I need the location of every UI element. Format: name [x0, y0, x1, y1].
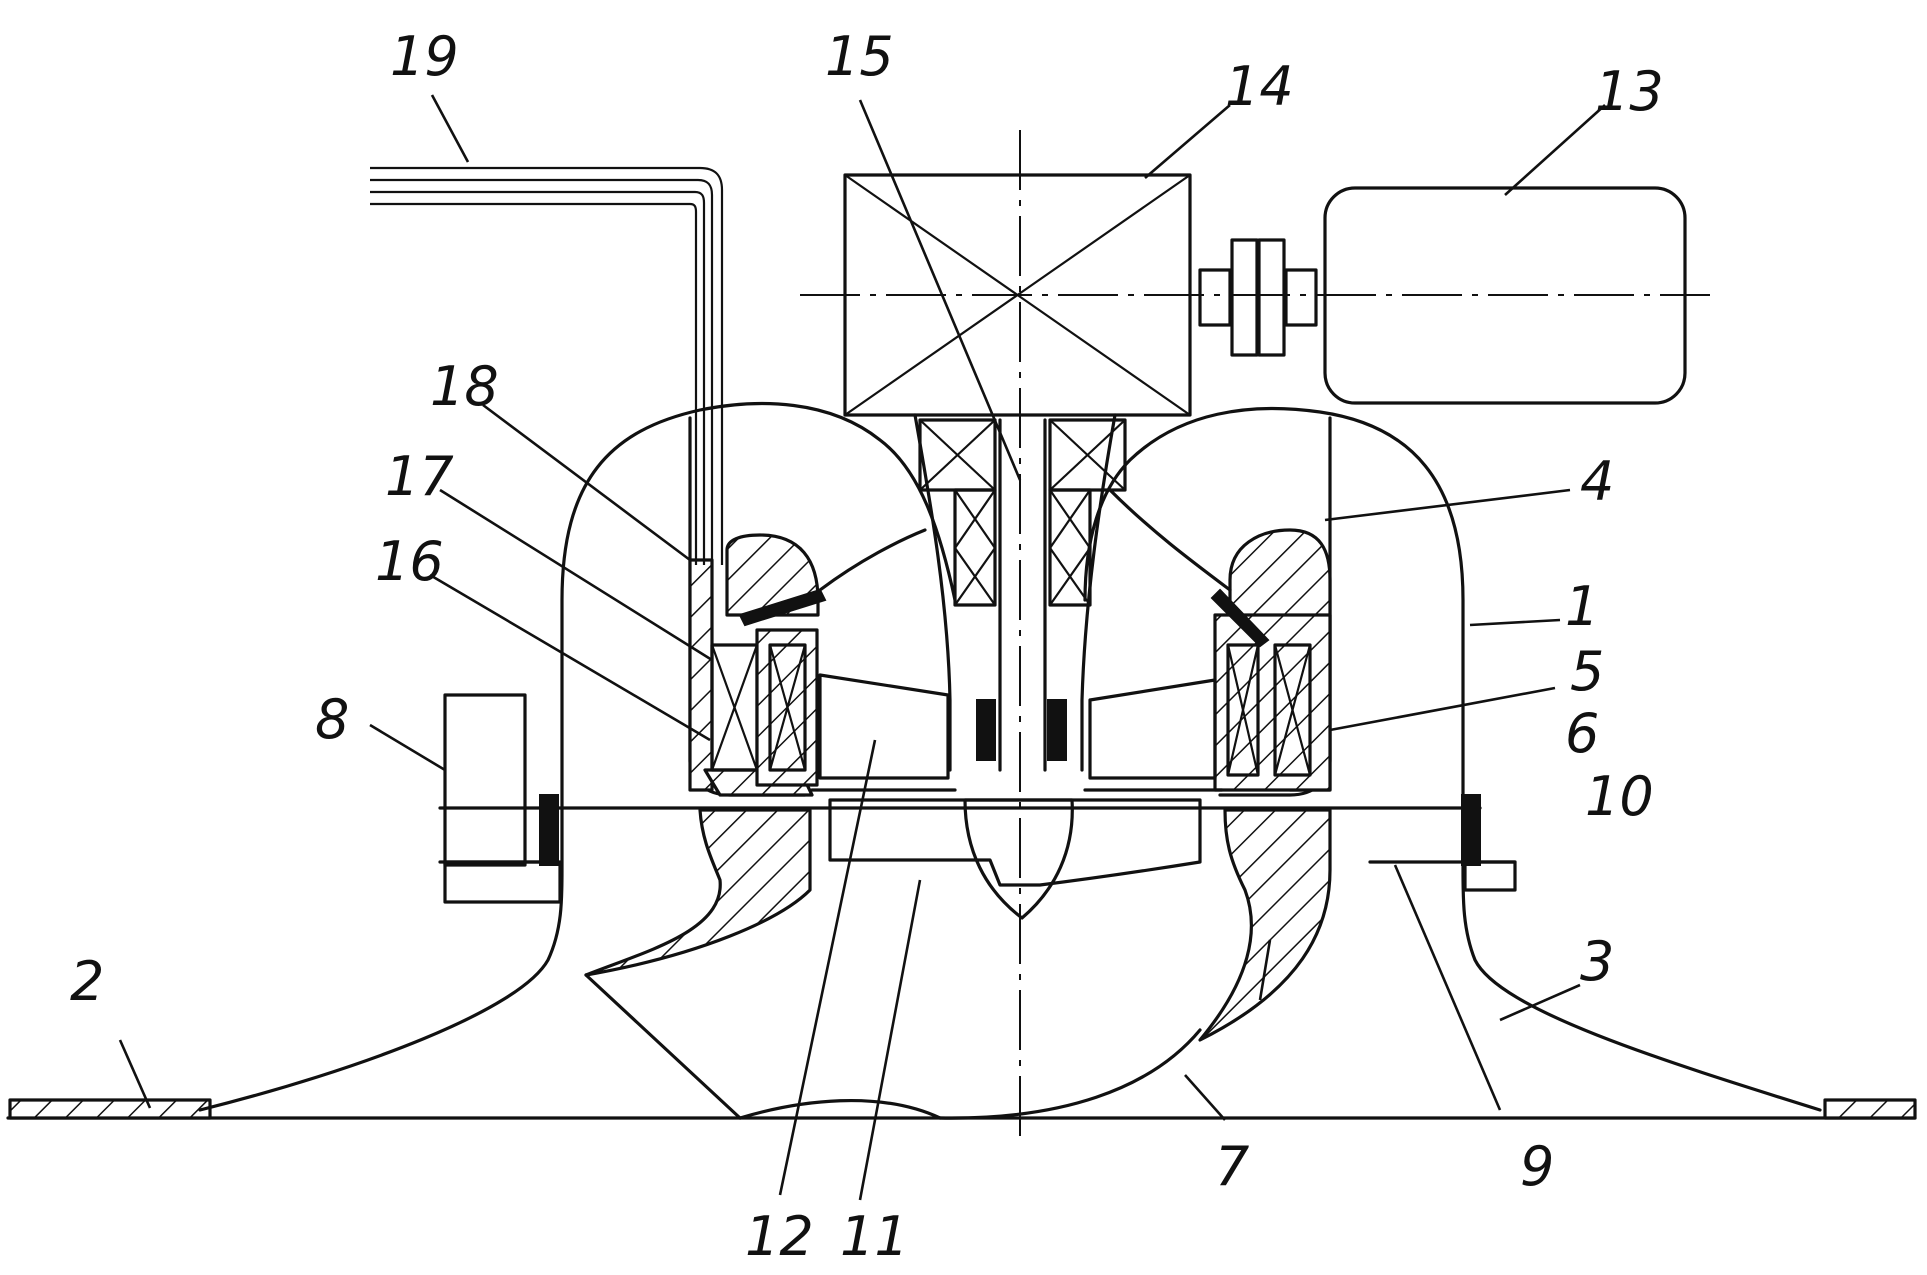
- shaft-15: [977, 420, 1066, 770]
- label-4: 4: [1580, 450, 1614, 513]
- label-17: 17: [385, 445, 454, 508]
- block-8: [445, 695, 525, 865]
- impeller-11: [830, 800, 1200, 885]
- left-side-band: [690, 560, 712, 790]
- label-12: 12: [745, 1205, 814, 1268]
- label-11: 11: [840, 1205, 909, 1268]
- guide-vane-12-left: [820, 675, 948, 778]
- label-2: 2: [70, 950, 104, 1013]
- label-15: 15: [825, 25, 894, 88]
- guide-vane-right: [1090, 680, 1215, 778]
- coil-16: [712, 645, 757, 770]
- label-13: 13: [1595, 60, 1664, 123]
- coil-17: [757, 630, 817, 785]
- label-18: 18: [430, 355, 499, 418]
- label-8: 8: [315, 688, 349, 751]
- label-3: 3: [1580, 930, 1614, 993]
- volute-7: [586, 975, 1200, 1118]
- label-19: 19: [390, 25, 459, 88]
- label-14: 14: [1225, 55, 1294, 118]
- coupling: [1200, 240, 1316, 355]
- leader-lines: [120, 95, 1605, 1200]
- label-9: 9: [1520, 1135, 1554, 1198]
- ground-line: [8, 1100, 1915, 1118]
- coil-5: [1215, 615, 1330, 790]
- left-inlet-lip: [586, 810, 810, 975]
- label-5: 5: [1570, 640, 1604, 703]
- label-6: 6: [1565, 702, 1599, 765]
- flange-plate-9: [440, 795, 1515, 902]
- label-10: 10: [1585, 765, 1654, 828]
- right-inlet-lip: [1200, 810, 1330, 1040]
- label-1: 1: [1565, 575, 1599, 638]
- label-7: 7: [1215, 1135, 1249, 1198]
- label-16: 16: [375, 530, 444, 593]
- shaft-housing: [820, 415, 1230, 770]
